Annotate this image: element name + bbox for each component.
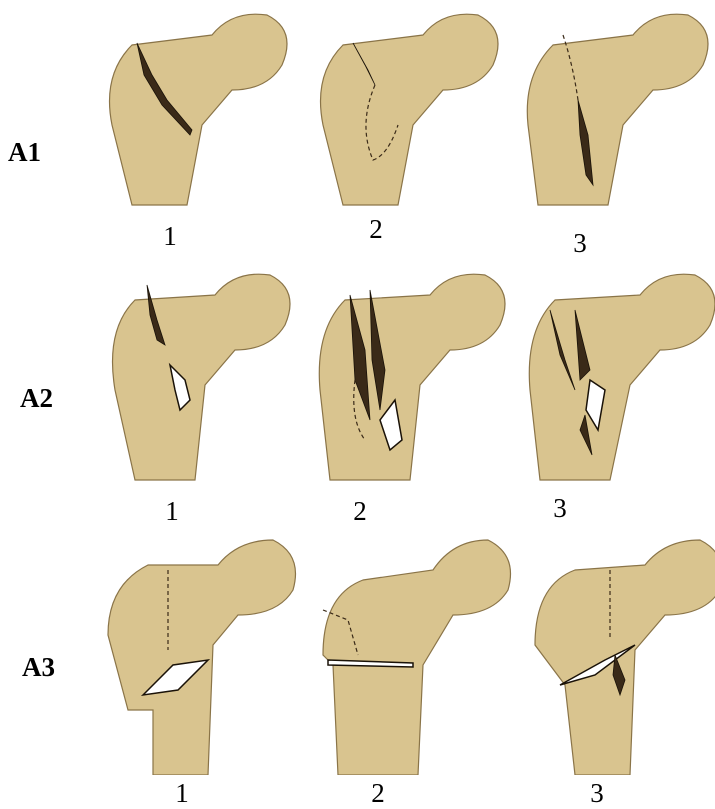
femur-a1-1-illustration bbox=[92, 5, 302, 215]
bone-shape bbox=[113, 274, 291, 480]
bone-shape bbox=[527, 14, 708, 205]
row-label-a3: A3 bbox=[22, 652, 55, 683]
femur-a3-2 bbox=[313, 535, 523, 775]
col-label-a2-2: 2 bbox=[340, 496, 380, 527]
femur-a2-2 bbox=[310, 270, 520, 490]
femur-a1-3-illustration bbox=[518, 5, 715, 215]
femur-a2-2-illustration bbox=[310, 270, 520, 490]
femur-a1-1 bbox=[92, 5, 302, 215]
col-label-a1-1: 1 bbox=[150, 221, 190, 252]
bone-shape bbox=[319, 274, 505, 480]
col-label-a1-3: 3 bbox=[560, 228, 600, 259]
femur-a3-1 bbox=[98, 535, 308, 775]
col-label-a1-2: 2 bbox=[356, 214, 396, 245]
bone-shape bbox=[110, 14, 288, 205]
femur-a3-2-illustration bbox=[313, 535, 523, 775]
col-label-a2-1: 1 bbox=[152, 496, 192, 527]
femur-a3-3 bbox=[525, 535, 715, 775]
bone-shape bbox=[108, 540, 296, 775]
bone-shape bbox=[535, 540, 715, 775]
femur-a2-1-illustration bbox=[95, 270, 305, 490]
femur-a2-3 bbox=[520, 270, 715, 490]
bone-shape bbox=[529, 274, 715, 480]
femur-a3-1-illustration bbox=[98, 535, 308, 775]
bone-shape bbox=[321, 14, 499, 205]
femur-a2-3-illustration bbox=[520, 270, 715, 490]
row-label-a2: A2 bbox=[20, 383, 53, 414]
femur-a1-2-illustration bbox=[303, 5, 513, 215]
femur-a3-3-illustration bbox=[525, 535, 715, 775]
col-label-a3-1: 1 bbox=[162, 778, 202, 809]
femur-a2-1 bbox=[95, 270, 305, 490]
col-label-a3-2: 2 bbox=[358, 778, 398, 809]
femur-a1-2 bbox=[303, 5, 513, 215]
bone-shape bbox=[323, 540, 511, 775]
col-label-a2-3: 3 bbox=[540, 493, 580, 524]
col-label-a3-3: 3 bbox=[577, 778, 617, 809]
row-label-a1: A1 bbox=[8, 137, 41, 168]
femur-a1-3 bbox=[518, 5, 715, 215]
